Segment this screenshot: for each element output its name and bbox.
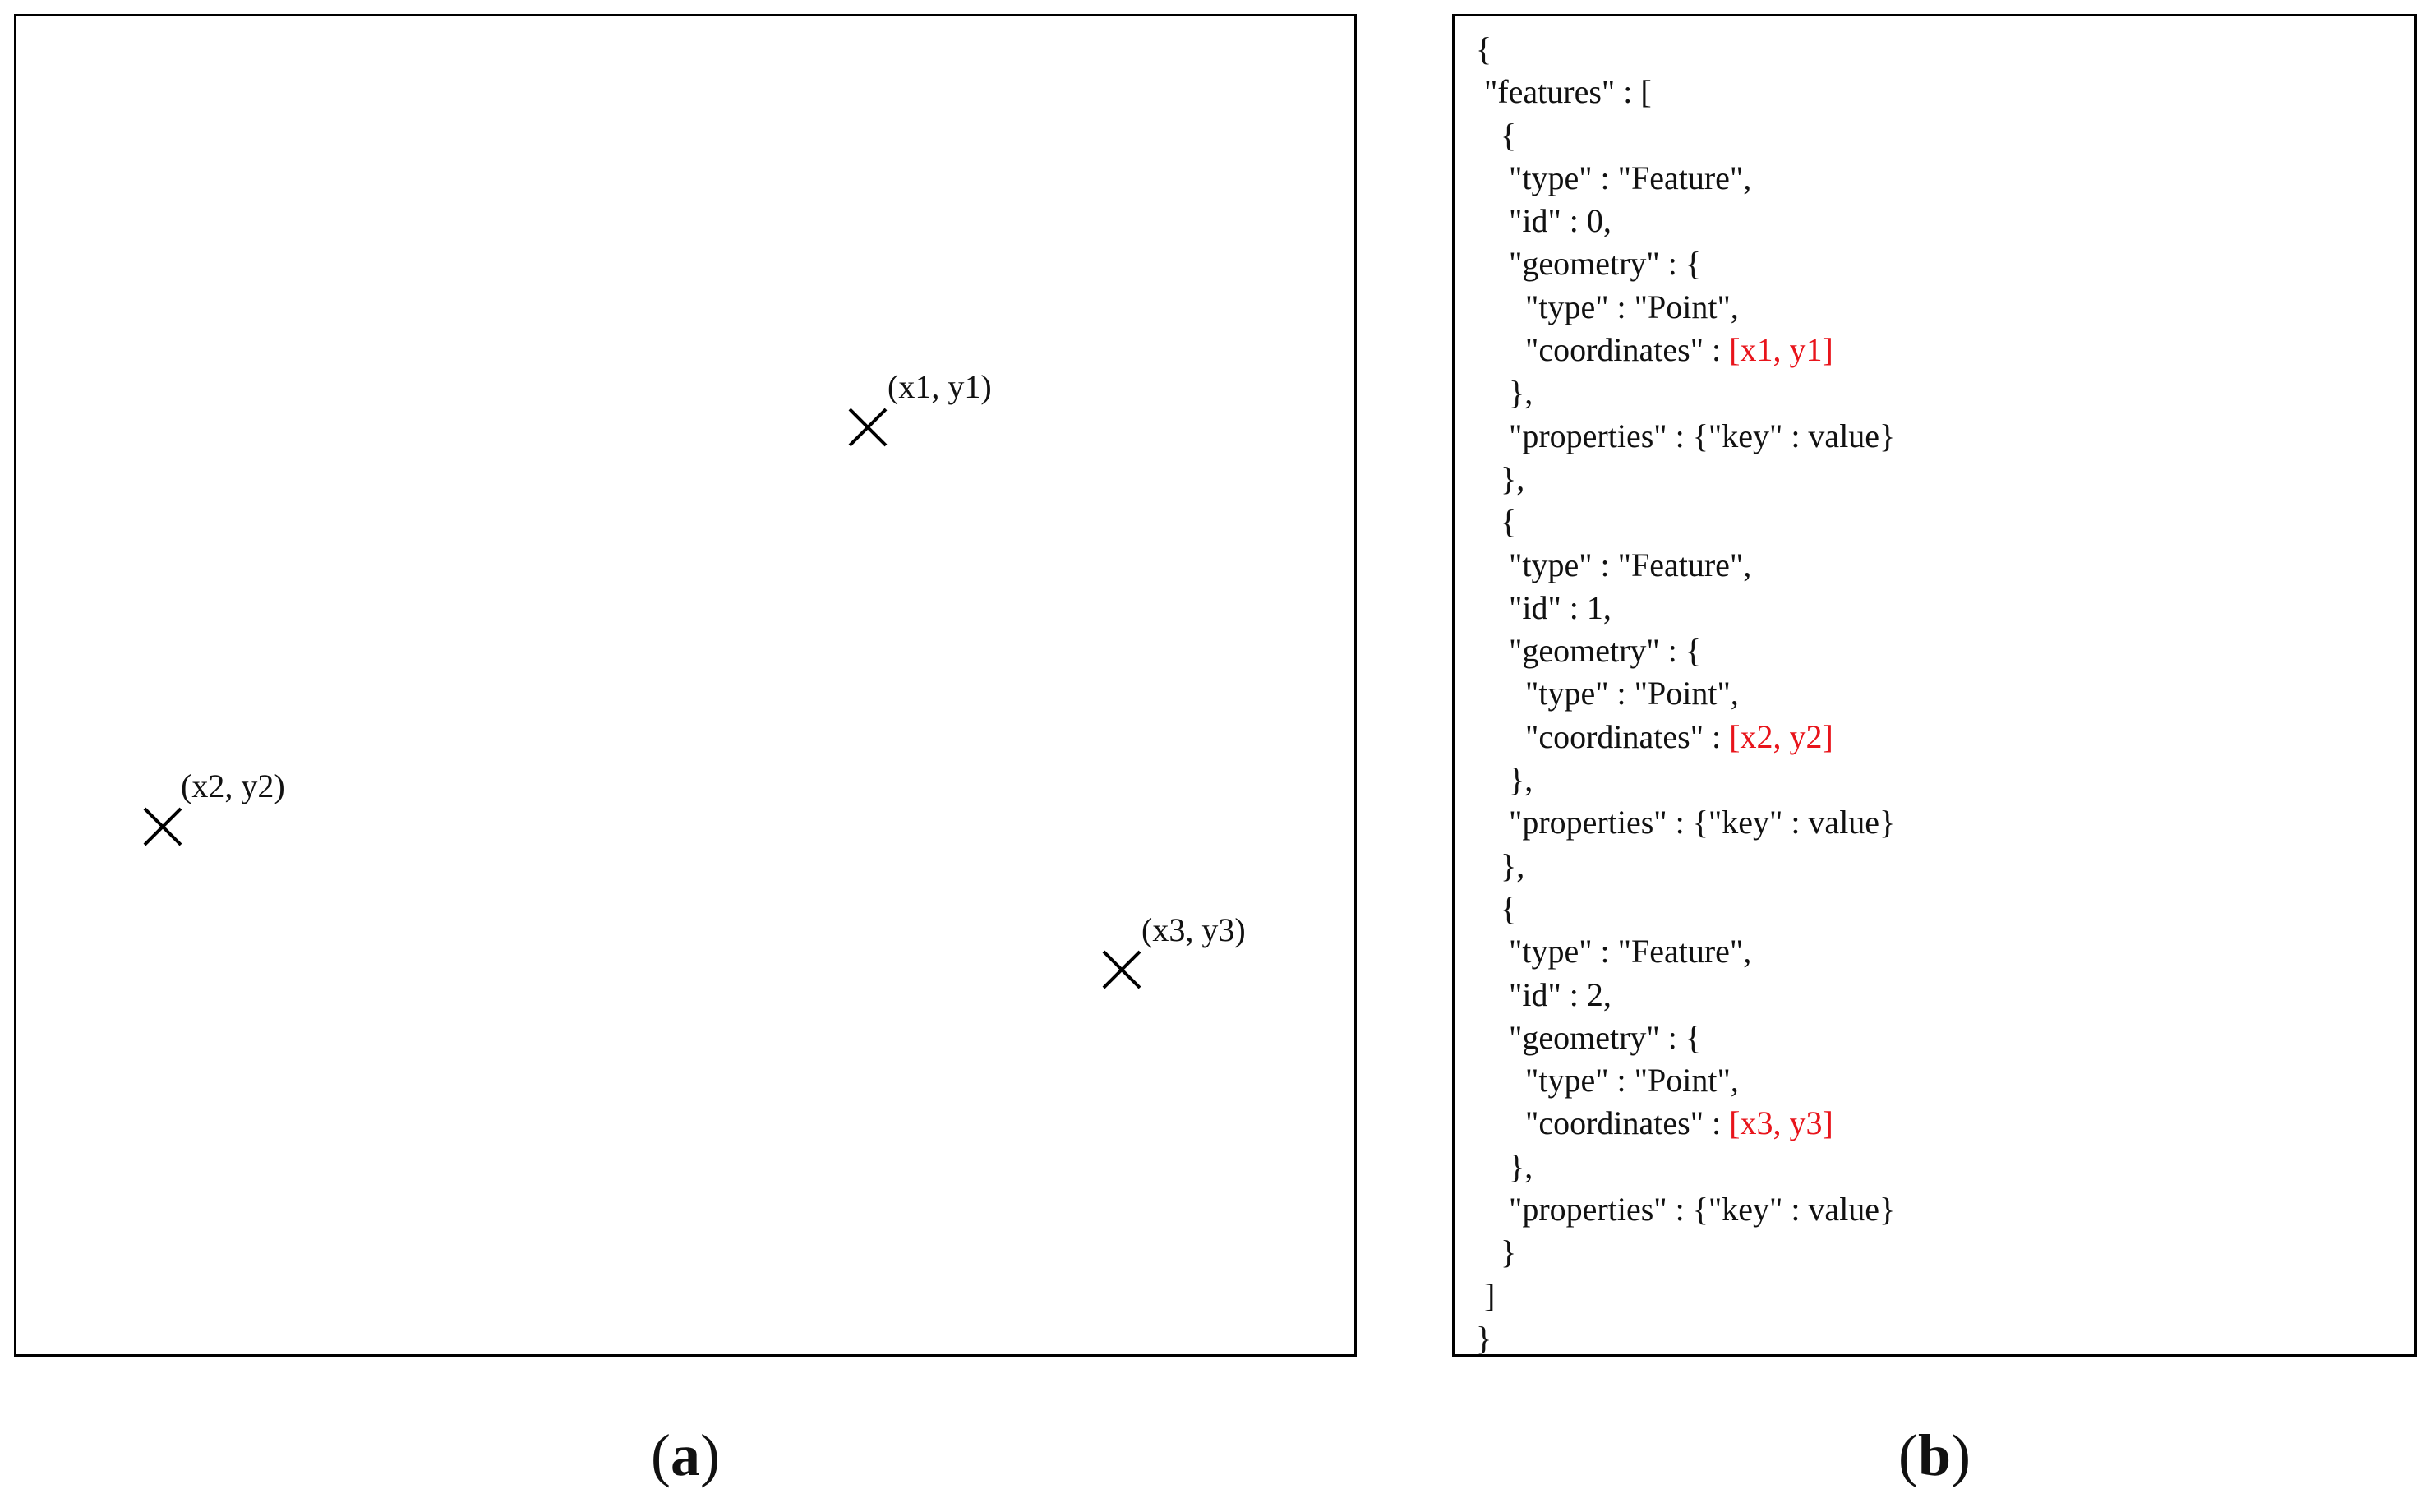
code-line: "type" : "Point",	[1476, 1059, 1895, 1102]
code-line: "features" : [	[1476, 71, 1895, 113]
code-text: }	[1476, 1233, 1517, 1271]
code-line: "properties" : {"key" : value}	[1476, 415, 1895, 458]
code-text: ]	[1476, 1276, 1496, 1314]
point-label-2: (x2, y2)	[181, 768, 285, 804]
code-line: {	[1476, 500, 1895, 543]
code-line: },	[1476, 758, 1895, 801]
code-text: },	[1476, 374, 1533, 412]
code-text: "geometry" : {	[1476, 1018, 1702, 1056]
code-text: "geometry" : {	[1476, 632, 1702, 670]
code-line: "coordinates" : [x2, y2]	[1476, 716, 1895, 758]
code-text: "id" : 2,	[1476, 975, 1612, 1013]
code-line: "properties" : {"key" : value}	[1476, 801, 1895, 844]
code-text: },	[1476, 459, 1525, 497]
code-line: "geometry" : {	[1476, 629, 1895, 672]
panel-b-geojson: { "features" : [ { "type" : "Feature", "…	[1452, 14, 2417, 1357]
code-line: "geometry" : {	[1476, 1016, 1895, 1059]
panel-a-map: (x1, y1) (x2, y2) (x3, y3)	[14, 14, 1357, 1357]
point-label-3: (x3, y3)	[1141, 911, 1246, 948]
caption-a: (a)	[651, 1422, 720, 1488]
code-text: }	[1476, 1319, 1492, 1357]
point-marker-1-icon	[846, 406, 889, 449]
code-line: {	[1476, 887, 1895, 930]
code-line: "type" : "Feature",	[1476, 930, 1895, 973]
code-text: "type" : "Feature",	[1476, 933, 1752, 970]
geojson-code-block: { "features" : [ { "type" : "Feature", "…	[1476, 28, 1895, 1360]
code-text: "type" : "Feature",	[1476, 159, 1752, 196]
code-line: "type" : "Feature",	[1476, 157, 1895, 200]
code-text: },	[1476, 846, 1525, 884]
code-text: "features" : [	[1476, 73, 1652, 111]
code-line: "id" : 0,	[1476, 200, 1895, 242]
code-line: "properties" : {"key" : value}	[1476, 1188, 1895, 1231]
code-text: "coordinates" :	[1476, 331, 1730, 369]
code-text: },	[1476, 1147, 1533, 1185]
point-marker-2-icon	[141, 805, 184, 848]
code-text: "type" : "Feature",	[1476, 546, 1752, 583]
code-text: "id" : 0,	[1476, 202, 1612, 240]
code-text: "coordinates" :	[1476, 717, 1730, 755]
code-text: {	[1476, 30, 1492, 67]
code-line: }	[1476, 1317, 1895, 1360]
code-text: "coordinates" :	[1476, 1104, 1730, 1142]
code-line: {	[1476, 28, 1895, 71]
point-marker-3-icon	[1100, 948, 1143, 991]
code-line: {	[1476, 114, 1895, 157]
code-text: },	[1476, 761, 1533, 799]
code-text: "properties" : {"key" : value}	[1476, 804, 1896, 841]
caption-b: (b)	[1897, 1422, 1971, 1488]
code-line: "coordinates" : [x3, y3]	[1476, 1102, 1895, 1145]
code-text: {	[1476, 116, 1517, 154]
code-line: "type" : "Point",	[1476, 286, 1895, 329]
code-text: "geometry" : {	[1476, 245, 1702, 283]
code-text: {	[1476, 889, 1517, 927]
code-line: }	[1476, 1231, 1895, 1274]
code-line: },	[1476, 371, 1895, 414]
code-line: ]	[1476, 1275, 1895, 1317]
code-text: "properties" : {"key" : value}	[1476, 1191, 1896, 1228]
code-text: "type" : "Point",	[1476, 675, 1739, 712]
coordinate-value: [x1, y1]	[1729, 331, 1833, 369]
point-label-1: (x1, y1)	[888, 368, 992, 405]
coordinate-value: [x2, y2]	[1729, 717, 1833, 755]
code-line: },	[1476, 458, 1895, 500]
coordinate-value: [x3, y3]	[1729, 1104, 1833, 1142]
code-line: "type" : "Feature",	[1476, 544, 1895, 587]
code-line: "id" : 2,	[1476, 974, 1895, 1016]
code-line: "coordinates" : [x1, y1]	[1476, 329, 1895, 371]
code-text: {	[1476, 503, 1517, 541]
code-line: "geometry" : {	[1476, 242, 1895, 285]
code-line: },	[1476, 845, 1895, 887]
code-text: "properties" : {"key" : value}	[1476, 417, 1896, 454]
code-text: "type" : "Point",	[1476, 1062, 1739, 1099]
code-text: "id" : 1,	[1476, 588, 1612, 626]
code-line: },	[1476, 1146, 1895, 1188]
code-line: "type" : "Point",	[1476, 672, 1895, 715]
code-line: "id" : 1,	[1476, 587, 1895, 629]
code-text: "type" : "Point",	[1476, 288, 1739, 325]
